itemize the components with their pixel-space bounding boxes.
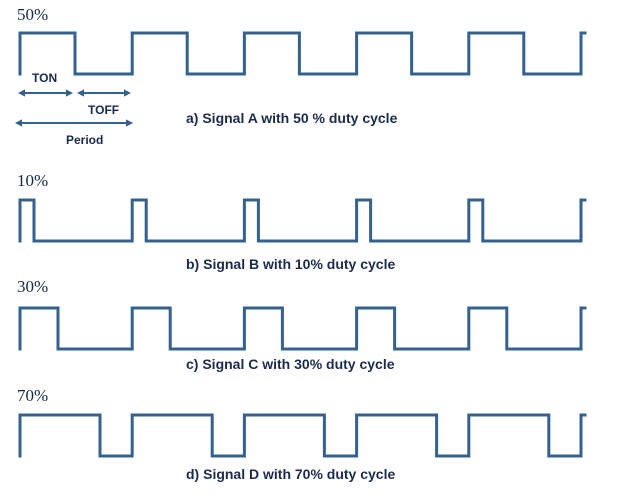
period-label: Period [66, 133, 104, 147]
waveform-signal-c [18, 306, 587, 351]
caption-signal-c: c) Signal C with 30% duty cycle [186, 356, 395, 372]
duty-level-label-d: 70% [17, 386, 49, 405]
waveform-signal-b [18, 198, 587, 243]
caption-signal-d: d) Signal D with 70% duty cycle [186, 466, 396, 482]
duty-level-label-a: 50% [17, 5, 49, 24]
toff-label: TOFF [88, 103, 120, 117]
waveform-signal-d [18, 413, 587, 458]
ton-label: TON [32, 71, 58, 85]
caption-signal-b: b) Signal B with 10% duty cycle [186, 256, 396, 272]
duty-level-label-b: 10% [17, 171, 49, 190]
timing-arrows [15, 89, 133, 127]
duty-level-label-c: 30% [17, 277, 49, 296]
caption-signal-a: a) Signal A with 50 % duty cycle [186, 110, 398, 126]
waveform-signal-a [18, 31, 587, 76]
